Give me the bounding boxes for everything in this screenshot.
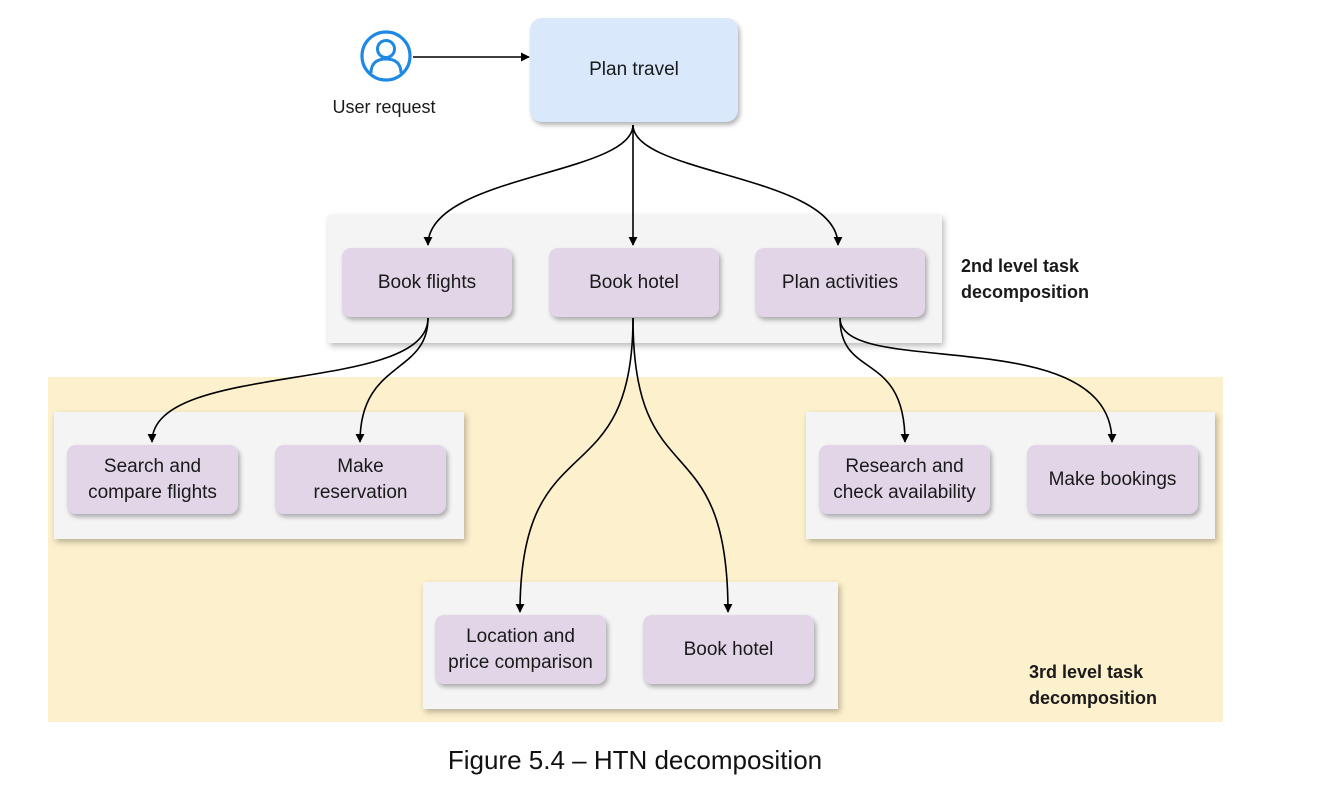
task-plan-activities: Plan activities [755, 248, 925, 317]
subtask-research-check-availability: Research and check availability [819, 445, 990, 514]
edge-activities-to-research [839, 317, 910, 443]
subtask-location-price-comparison: Location and price comparison [435, 615, 606, 684]
edge-flights-to-search [147, 317, 429, 443]
subtask-search-compare-flights: Search and compare flights [67, 445, 238, 514]
edge-hotel-to-book [632, 317, 733, 613]
subtask-make-bookings: Make bookings [1027, 445, 1198, 514]
user-request-label: User request [332, 97, 436, 117]
figure-caption: Figure 5.4 – HTN decomposition [447, 745, 823, 775]
user-icon [360, 30, 412, 82]
level3-label: 3rd level task decomposition [1029, 662, 1158, 708]
edge-hotel-to-location [515, 317, 634, 613]
edge-root-to-plan-activities [632, 124, 843, 246]
subtask-book-hotel: Book hotel [643, 615, 814, 684]
edge-flights-to-reserve [355, 317, 429, 443]
edge-activities-to-bookings [839, 317, 1117, 443]
root-node-plan-travel: Plan travel [530, 18, 738, 122]
task-book-hotel: Book hotel [549, 248, 719, 317]
task-book-flights: Book flights [342, 248, 512, 317]
level2-label: 2nd level task decomposition [961, 256, 1090, 302]
edge-root-to-book-flights [423, 124, 634, 246]
subtask-make-reservation: Make reservation [275, 445, 446, 514]
